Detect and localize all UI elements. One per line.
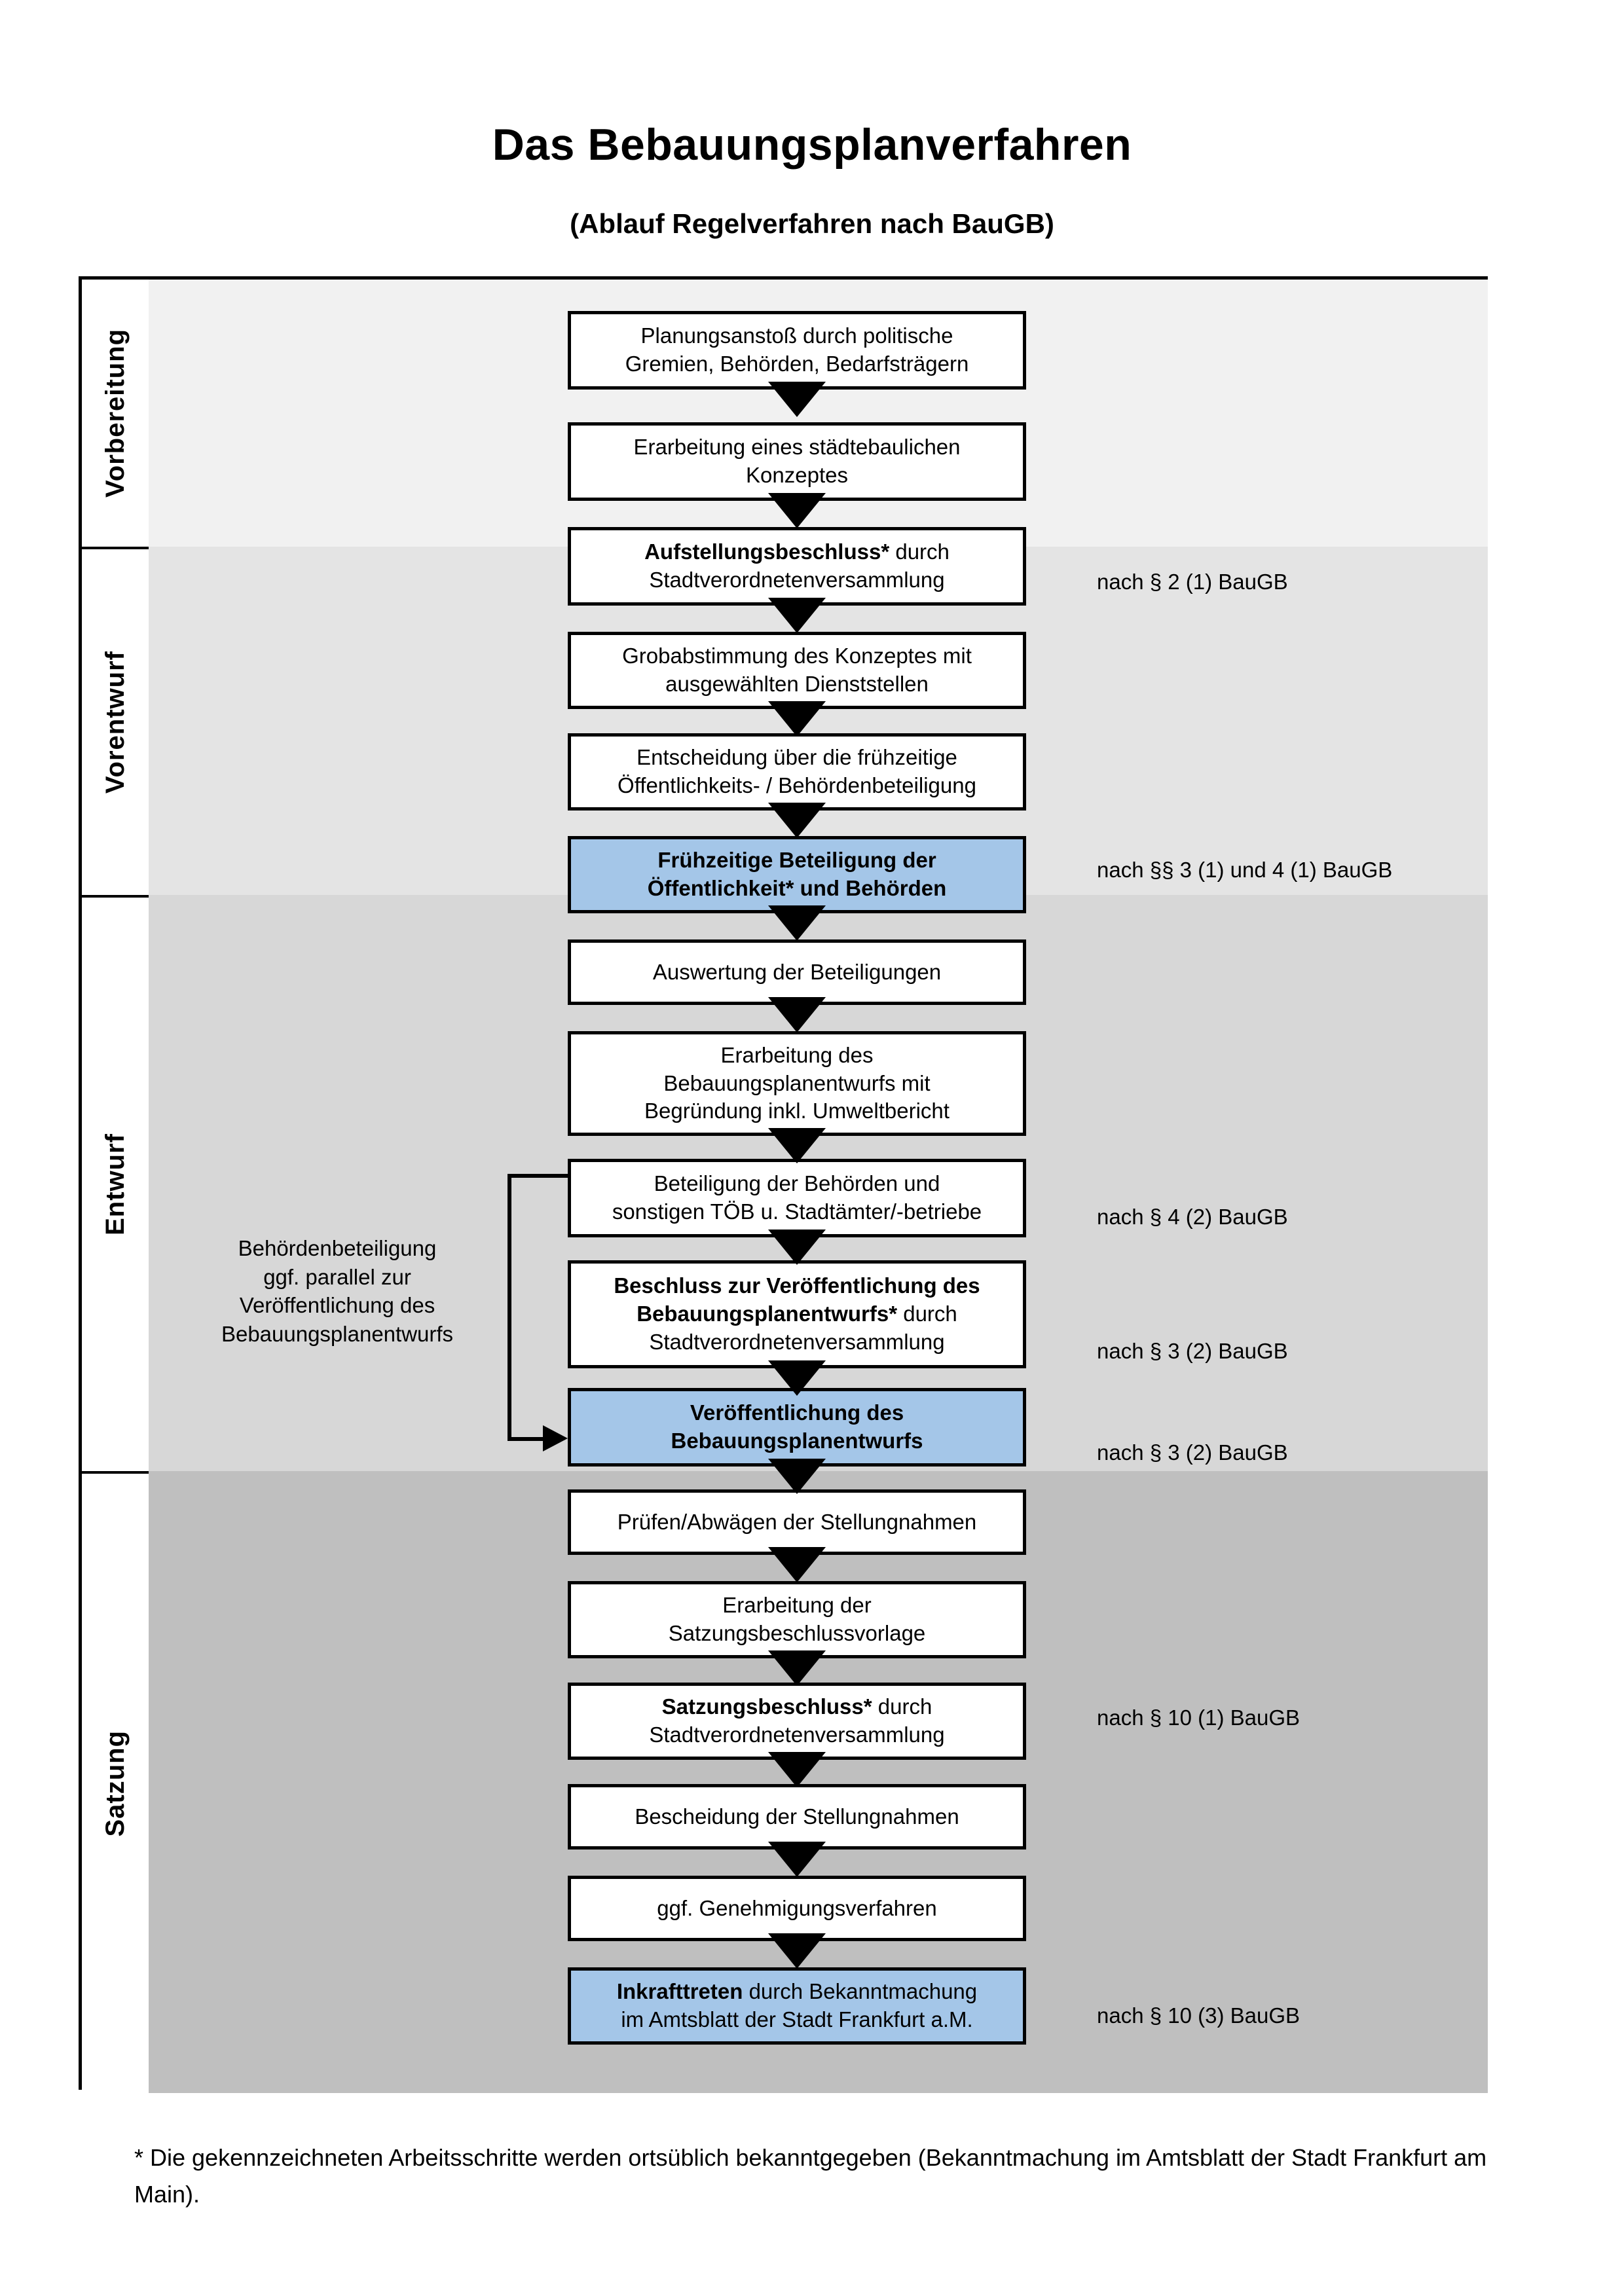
sidenote-line: Behördenbeteiligung (238, 1236, 437, 1260)
flow-arrow-down-icon (768, 1128, 826, 1163)
flow-arrow-down-icon (768, 1933, 826, 1969)
phase-label-entwurf: Entwurf (82, 895, 149, 1471)
footnote: * Die gekennzeichneten Arbeitsschritte w… (134, 2144, 1487, 2208)
flow-arrow-down-icon (768, 1459, 826, 1494)
loop-vertical-segment (507, 1174, 511, 1441)
phase-label-vorbereitung: Vorbereitung (82, 280, 149, 547)
flow-step-bescheidung: Bescheidung der Stellungnahmen (568, 1784, 1026, 1850)
flow-arrow-down-icon (768, 598, 826, 633)
flow-step-label: Bescheidung der Stellungnahmen (635, 1804, 959, 1829)
ann-par4-2: nach § 4 (2) BauGB (1097, 1205, 1288, 1229)
flow-arrow-down-icon (768, 1230, 826, 1265)
flow-arrow-down-icon (768, 701, 826, 737)
sidenote-line: Veröffentlichung des (239, 1293, 435, 1318)
phase-label-text: Vorbereitung (100, 329, 130, 498)
page-title: Das Bebauungsplanverfahren (492, 120, 1132, 170)
loop-top-segment (507, 1174, 568, 1178)
flow-step-label: Prüfen/Abwägen der Stellungnahmen (617, 1509, 977, 1534)
diagram-frame: Vorbereitung Vorentwurf Entwurf Satzung … (79, 276, 1488, 2093)
loop-bottom-segment (507, 1437, 545, 1441)
flow-arrow-down-icon (768, 997, 826, 1032)
ann-par2-1: nach § 2 (1) BauGB (1097, 570, 1288, 594)
phase-label-text: Entwurf (100, 1133, 130, 1235)
page-subtitle: (Ablauf Regelverfahren nach BauGB) (570, 208, 1054, 239)
phase-label-text: Satzung (100, 1730, 130, 1837)
sidenote-line: Bebauungsplanentwurfs (221, 1321, 454, 1346)
loop-connector-arrow (507, 1174, 568, 1451)
flow-arrow-down-icon (768, 493, 826, 528)
flow-arrow-down-icon (768, 1842, 826, 1877)
loop-arrowhead-icon (543, 1425, 568, 1451)
flow-arrow-down-icon (768, 1547, 826, 1582)
flow-arrow-down-icon (768, 1752, 826, 1787)
phase-label-satzung: Satzung (82, 1471, 149, 2093)
ann-par10-1: nach § 10 (1) BauGB (1097, 1705, 1301, 1730)
flow-arrow-down-icon (768, 1650, 826, 1686)
phase-label-column: Vorbereitung Vorentwurf Entwurf Satzung (82, 280, 149, 2093)
flow-arrow-down-icon (768, 382, 826, 417)
ann-par3-2-a: nach § 3 (2) BauGB (1097, 1339, 1288, 1363)
flow-step-label: ggf. Genehmigungsverfahren (657, 1895, 937, 1920)
flow-step-genehmigungsverfahren: ggf. Genehmigungsverfahren (568, 1876, 1026, 1941)
flow-step-auswertung: Auswertung der Beteiligungen (568, 939, 1026, 1005)
flow-step-label: Auswertung der Beteiligungen (652, 959, 942, 984)
ann-par10-3: nach § 10 (3) BauGB (1097, 2003, 1301, 2028)
flow-arrow-down-icon (768, 905, 826, 941)
flow-arrow-down-icon (768, 1360, 826, 1396)
phase-label-text: Vorentwurf (100, 650, 130, 794)
flow-arrow-down-icon (768, 803, 826, 838)
ann-par3-2-b: nach § 3 (2) BauGB (1097, 1440, 1288, 1465)
ann-par3-1-4-1: nach §§ 3 (1) und 4 (1) BauGB (1097, 858, 1393, 882)
flow-step-pruefen-abwaegen: Prüfen/Abwägen der Stellungnahmen (568, 1489, 1026, 1555)
phase-label-vorentwurf: Vorentwurf (82, 547, 149, 895)
sidenote-line: ggf. parallel zur (263, 1264, 411, 1289)
